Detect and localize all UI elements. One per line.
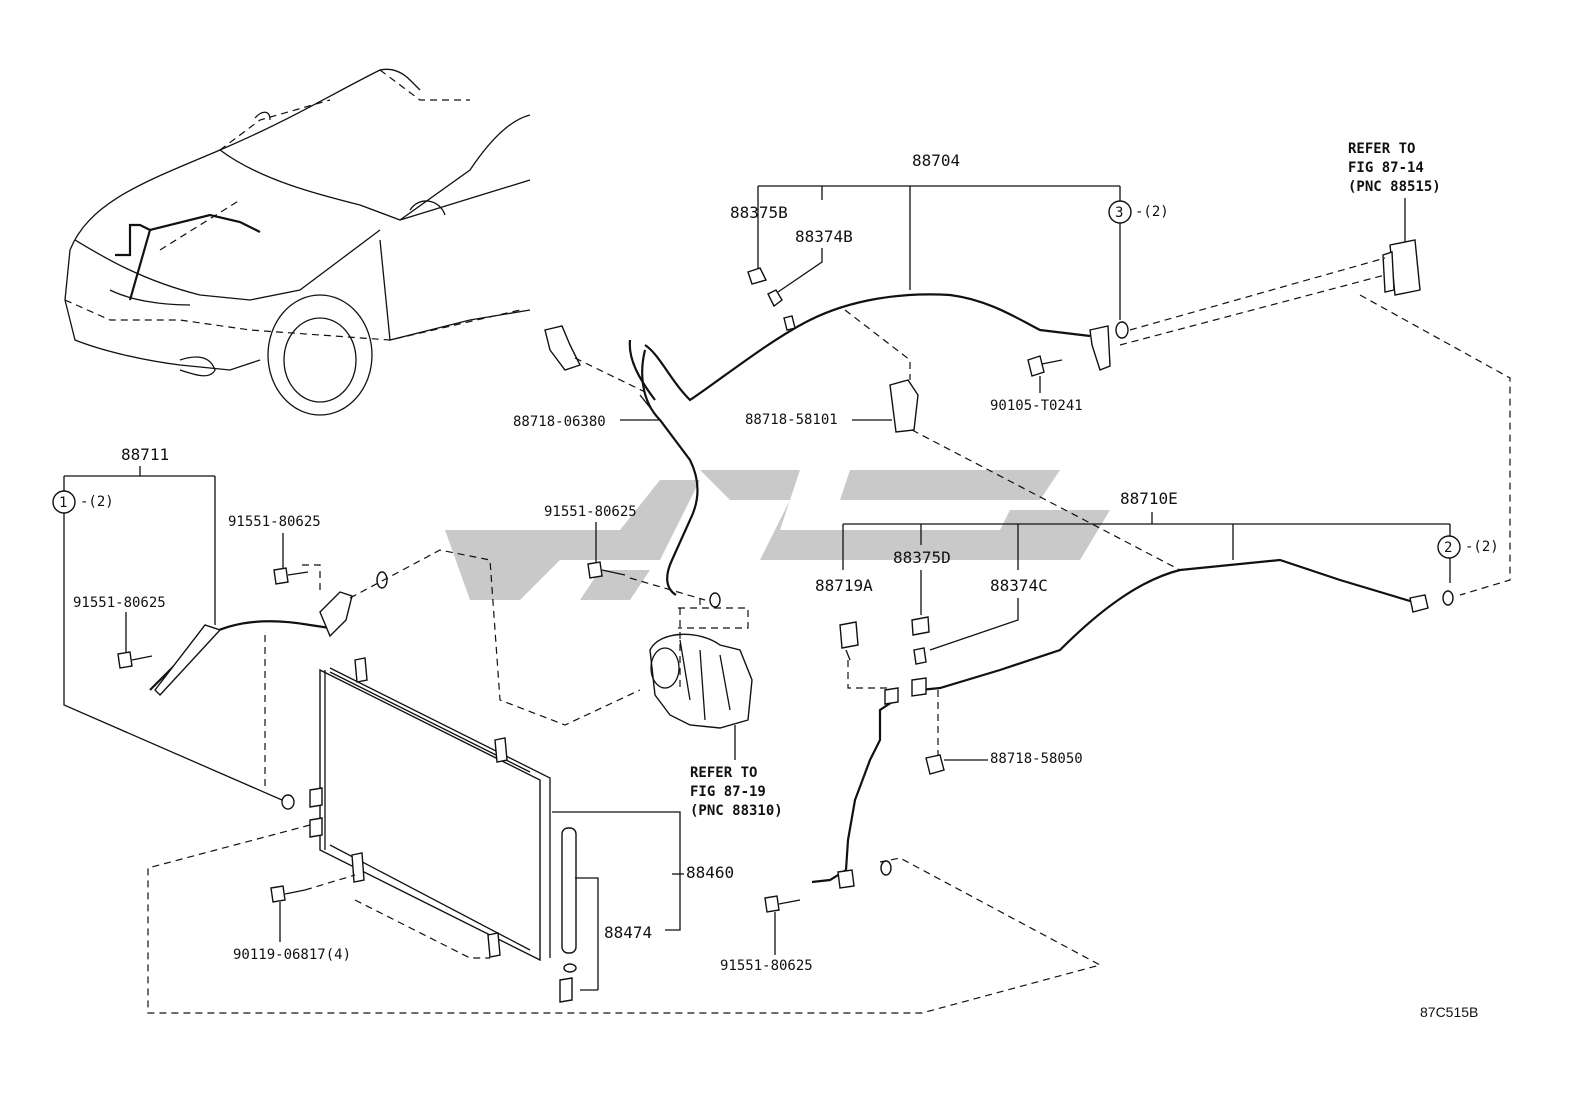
bolt-90105-t0241	[1027, 355, 1063, 377]
part-88719a: 88719A	[815, 576, 873, 595]
refer-fig-87-14-line1: REFER TO	[1348, 141, 1415, 157]
refer-fig-87-19-line3: (PNC 88310)	[690, 803, 783, 819]
clamp-88718-06380	[544, 325, 581, 371]
bolt-90119-06817	[270, 885, 306, 903]
refer-fig-87-19-line2: FIG 87-19	[690, 784, 766, 800]
part-88474: 88474	[604, 923, 652, 942]
bolt-91551-c	[587, 561, 626, 579]
qty-2: -(2)	[1465, 539, 1499, 555]
part-90105-t0241: 90105-T0241	[990, 398, 1083, 414]
pipe-88710e	[811, 558, 1454, 889]
refer-fig-87-19-line1: REFER TO	[690, 765, 757, 781]
svg-text:3: 3	[1115, 205, 1123, 221]
compressor-88310	[649, 633, 753, 729]
refer-fig-87-14-line3: (PNC 88515)	[1348, 179, 1441, 195]
part-91551-80625-b: 91551-80625	[73, 595, 166, 611]
refer-fig-87-14-line2: FIG 87-14	[1348, 160, 1424, 176]
figure-id: 87C515B	[1420, 1004, 1478, 1020]
condenser-88460	[281, 657, 551, 962]
part-88375b: 88375B	[730, 203, 788, 222]
circle-3-marker: 3	[1108, 200, 1132, 224]
expansion-valve-88515	[1382, 239, 1421, 296]
clamp-88718-58101	[889, 379, 919, 433]
clamp-88718-58050	[925, 754, 945, 775]
qty-3: -(2)	[1135, 204, 1169, 220]
svg-text:1: 1	[59, 495, 67, 511]
part-88710e: 88710E	[1120, 489, 1178, 508]
part-88375d: 88375D	[893, 548, 951, 567]
part-91551-80625-a: 91551-80625	[228, 514, 321, 530]
valve-88374c	[913, 647, 927, 665]
receiver-88474	[559, 827, 577, 1003]
part-91551-80625-c: 91551-80625	[544, 504, 637, 520]
part-88374b: 88374B	[795, 227, 853, 246]
part-88704: 88704	[912, 151, 960, 170]
circle-1-marker: 1	[52, 490, 76, 514]
bolt-91551-d	[764, 895, 801, 913]
svg-text:2: 2	[1444, 540, 1452, 556]
part-88718-58050: 88718-58050	[990, 751, 1083, 767]
qty-1: -(2)	[80, 494, 114, 510]
part-88718-06380: 88718-06380	[513, 414, 606, 430]
circle-2-marker: 2	[1437, 535, 1461, 559]
bolt-91551-a	[273, 567, 309, 585]
switch-88719a	[839, 621, 859, 661]
part-88711: 88711	[121, 445, 169, 464]
pipe-88704	[644, 267, 1129, 402]
part-88718-58101: 88718-58101	[745, 412, 838, 428]
bolt-91551-b	[117, 651, 153, 669]
part-88374c: 88374C	[990, 576, 1048, 595]
pipe-88711	[149, 571, 388, 697]
part-88460: 88460	[686, 863, 734, 882]
cap-88375d	[911, 616, 930, 636]
part-90119-06817: 90119-06817(4)	[233, 947, 351, 963]
watermark-logo	[445, 470, 1110, 600]
part-91551-80625-d: 91551-80625	[720, 958, 813, 974]
vehicle-location-illustration	[64, 68, 531, 416]
